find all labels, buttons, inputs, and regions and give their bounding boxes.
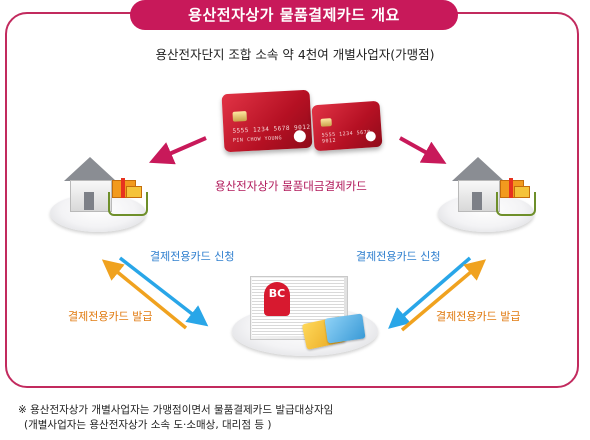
diagram-subtitle: 용산전자단지 조합 소속 약 4천여 개별사업자(가맹점) — [155, 47, 435, 62]
house-roof-icon-right — [452, 157, 504, 181]
credit-card-small: 5555 1234 5678 9012 — [311, 100, 383, 152]
card-name-text: PIN CHOW YOUNG — [232, 135, 283, 144]
footnote-1: ※ 용산전자상가 개별사업자는 가맹점이면서 물품결제카드 발급대상자임 — [18, 404, 334, 416]
house-roof-icon — [64, 157, 116, 181]
left-apply-label: 결제전용카드 신청 — [150, 250, 235, 263]
mini-card-blue — [324, 313, 366, 344]
footnote-2: (개별사업자는 용산전자상가 소속 도·소매상, 대리점 등 ) — [24, 419, 272, 431]
left-issue-label: 결제전용카드 발급 — [68, 310, 153, 323]
page-title: 용산전자상가 물품결제카드 개요 — [130, 0, 458, 30]
shopping-cart-icon-right — [496, 192, 536, 216]
center-card-label: 용산전자상가 물품대금결제카드 — [215, 179, 367, 193]
bc-card-logo: BC — [264, 282, 290, 316]
shopping-cart-icon — [108, 192, 148, 216]
credit-card-large: 5555 1234 5678 9012 PIN CHOW YOUNG — [221, 89, 313, 153]
right-issue-label: 결제전용카드 발급 — [436, 310, 521, 323]
right-apply-label: 결제전용카드 신청 — [356, 250, 441, 263]
